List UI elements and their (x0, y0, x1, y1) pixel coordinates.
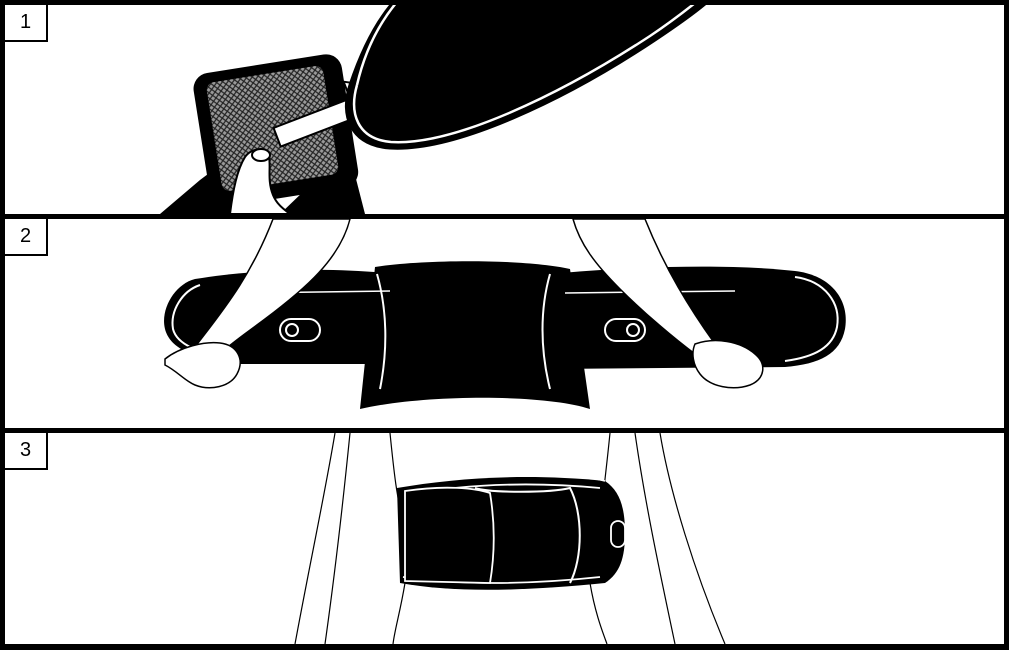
step-panel-3: 3 (5, 433, 1004, 644)
belt-closure-flap (405, 488, 494, 583)
worn-belt (397, 472, 625, 589)
step-1-illustration (5, 5, 1004, 214)
belt-end (346, 5, 715, 148)
step-panel-2: 2 (5, 219, 1004, 428)
step-2-illustration (5, 219, 1004, 428)
step-number-2: 2 (5, 219, 48, 256)
step-number-3: 3 (5, 433, 48, 470)
step-panel-1: 1 (5, 5, 1004, 214)
step-number-1: 1 (5, 5, 48, 42)
step-3-illustration (5, 433, 1004, 644)
